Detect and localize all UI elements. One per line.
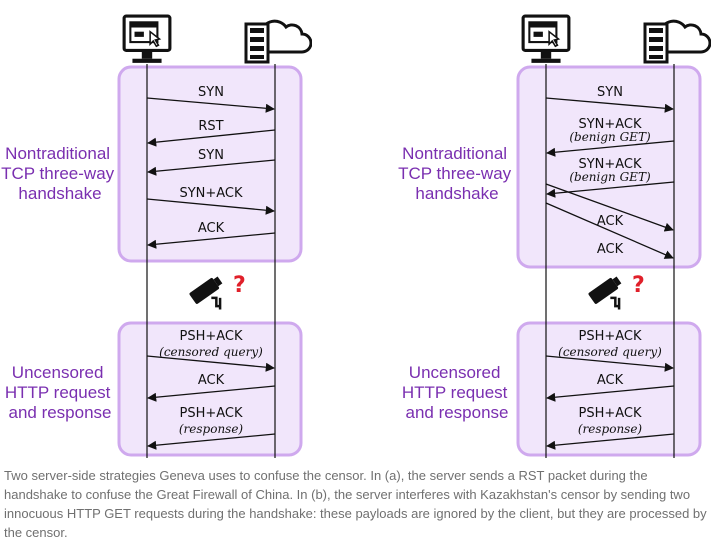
surveillance-camera-icon	[587, 273, 625, 311]
message-note: (censored query)	[558, 345, 662, 359]
http-label: Uncensored HTTP request and response	[5, 363, 115, 422]
censor-question-mark: ?	[632, 273, 645, 298]
message-label: PSH+ACK	[179, 406, 243, 421]
message-label: PSH+ACK	[179, 329, 243, 344]
message: SYN+ACK (benign GET)	[546, 117, 675, 157]
message-arrow	[147, 129, 276, 147]
message-arrow	[147, 433, 276, 450]
message: PSH+ACK (censored query)	[545, 329, 674, 372]
message: PSH+ACK (response)	[147, 406, 276, 450]
server-cloud-icon	[643, 19, 711, 64]
message-label: SYN+ACK	[578, 117, 642, 132]
handshake-box	[516, 65, 702, 269]
message-label: PSH+ACK	[578, 329, 642, 344]
message-label: SYN+ACK	[578, 157, 642, 172]
panel-b: Nontraditional TCP three-way handshake U…	[398, 14, 711, 458]
message-label: RST	[198, 119, 223, 134]
message-note: (benign GET)	[569, 130, 651, 144]
message-arrow	[147, 159, 276, 176]
desktop-computer-icon	[521, 14, 571, 65]
surveillance-camera-icon	[188, 273, 226, 311]
message-arrow	[146, 355, 275, 372]
message-arrow	[546, 385, 675, 402]
message-note: (censored query)	[159, 345, 263, 359]
message: SYN	[147, 148, 276, 176]
message-label: SYN	[198, 85, 224, 100]
message-arrow	[146, 198, 275, 215]
message-label: ACK	[597, 373, 624, 388]
message-arrow	[545, 183, 674, 232]
message: SYN	[146, 85, 275, 113]
message-label: ACK	[597, 242, 624, 257]
message-arrow	[545, 97, 674, 113]
message-arrow	[545, 355, 674, 372]
message: ACK	[545, 202, 674, 259]
handshake-label: Nontraditional TCP three-way handshake	[1, 144, 119, 203]
http-box	[516, 321, 702, 457]
message-label: ACK	[597, 214, 624, 229]
message: ACK	[147, 221, 276, 249]
http-label: Uncensored HTTP request and response	[402, 363, 512, 422]
message-label: ACK	[198, 221, 225, 236]
message-arrow	[147, 232, 276, 249]
message-arrow	[146, 97, 275, 113]
panel-a: Nontraditional TCP three-way handshake U…	[1, 14, 312, 458]
desktop-computer-icon	[122, 14, 172, 65]
message: ACK	[546, 373, 675, 402]
message-arrow	[546, 140, 675, 157]
message: ACK	[545, 183, 674, 232]
message: ACK	[147, 373, 276, 402]
message: SYN+ACK (benign GET)	[546, 157, 675, 198]
message-arrow	[147, 385, 276, 402]
message: PSH+ACK (censored query)	[146, 329, 275, 372]
censor-question-mark: ?	[233, 273, 246, 298]
figure-caption: Two server-side strategies Geneva uses t…	[4, 468, 707, 540]
message-label: SYN	[198, 148, 224, 163]
message: RST	[147, 119, 276, 147]
message: PSH+ACK (response)	[546, 406, 675, 450]
message-arrow	[545, 202, 674, 259]
handshake-box	[117, 65, 303, 263]
message-arrow	[546, 433, 675, 450]
server-cloud-icon	[244, 19, 312, 64]
message-note: (response)	[578, 422, 643, 436]
message: SYN	[545, 85, 674, 113]
message: SYN+ACK	[146, 186, 275, 215]
message-label: ACK	[198, 373, 225, 388]
http-box	[117, 321, 303, 457]
handshake-label: Nontraditional TCP three-way handshake	[398, 144, 516, 203]
message-label: PSH+ACK	[578, 406, 642, 421]
message-label: SYN+ACK	[179, 186, 243, 201]
message-label: SYN	[597, 85, 623, 100]
message-note: (response)	[179, 422, 244, 436]
message-note: (benign GET)	[569, 170, 651, 184]
